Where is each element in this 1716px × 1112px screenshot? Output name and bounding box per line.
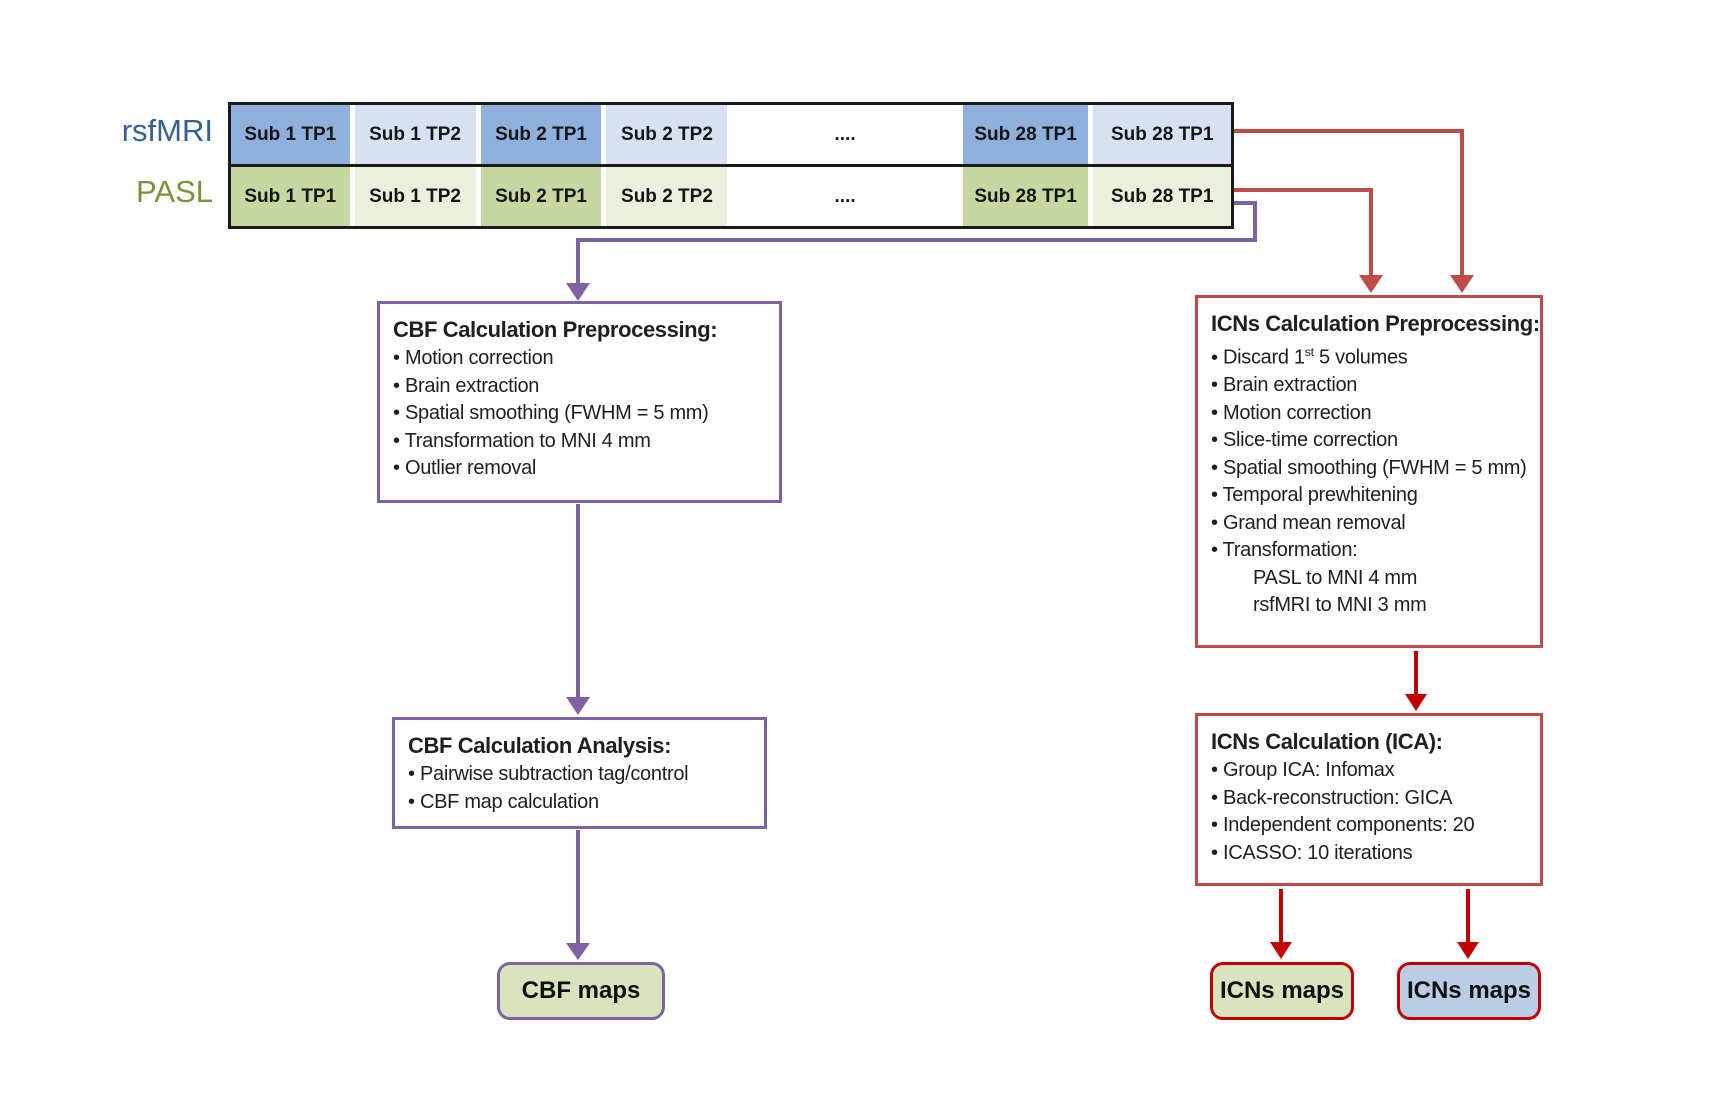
bullet: Grand mean removal — [1211, 510, 1527, 538]
output-label: ICNs maps — [1219, 977, 1345, 1004]
bullet: Back-reconstruction: GICA — [1211, 785, 1527, 813]
cbf-analysis-box: CBF Calculation Analysis: Pairwise subtr… — [392, 717, 767, 829]
box-title: ICNs Calculation (ICA): — [1211, 729, 1443, 754]
arrowhead-cbf-maps — [566, 943, 590, 960]
table-cell: Sub 1 TP1 — [231, 105, 350, 164]
superscript-st: st — [1304, 345, 1314, 359]
bullet-list: Pairwise subtraction tag/control CBF map… — [408, 761, 751, 816]
subject-timepoint-table: Sub 1 TP1 Sub 1 TP2 Sub 2 TP1 Sub 2 TP2 … — [228, 102, 1234, 229]
bullet-list: Group ICA: Infomax Back-reconstruction: … — [1211, 757, 1527, 867]
bullet-discard-volumes: Discard 1st 5 volumes — [1211, 339, 1527, 372]
table-cell: Sub 28 TP1 — [962, 167, 1089, 226]
table-cell: Sub 2 TP1 — [480, 105, 602, 164]
box-title: CBF Calculation Analysis: — [408, 733, 672, 758]
arrowhead-ica — [1405, 694, 1427, 711]
bullet: Temporal prewhitening — [1211, 482, 1527, 510]
bullet: Outlier removal — [393, 455, 766, 483]
bullet: Independent components: 20 — [1211, 812, 1527, 840]
bullet-list: Motion correction Brain extraction Spati… — [393, 345, 766, 483]
bullet: Transformation: — [1211, 537, 1527, 565]
table-cell: Sub 2 TP2 — [606, 167, 728, 226]
cbf-preprocessing-box: CBF Calculation Preprocessing: Motion co… — [377, 301, 782, 503]
bullet: Motion correction — [1211, 400, 1527, 428]
box-title: CBF Calculation Preprocessing: — [393, 317, 718, 342]
bullet: Spatial smoothing (FWHM = 5 mm) — [393, 400, 766, 428]
table-row-rsfmri: Sub 1 TP1 Sub 1 TP2 Sub 2 TP1 Sub 2 TP2 … — [231, 105, 1231, 167]
table-cell-ellipsis: .... — [732, 167, 958, 226]
icn-maps-output-box-blue: ICNs maps — [1397, 962, 1541, 1020]
sub-item: rsfMRI to MNI 3 mm — [1253, 594, 1427, 617]
bullet: Motion correction — [393, 345, 766, 373]
arrowhead-icn-pre-left — [1359, 275, 1383, 293]
bullet: Brain extraction — [1211, 372, 1527, 400]
icn-preprocessing-box: ICNs Calculation Preprocessing: Discard … — [1195, 295, 1543, 648]
bullet: Transformation to MNI 4 mm — [393, 428, 766, 456]
table-cell: Sub 28 TP1 — [1093, 167, 1231, 226]
icn-ica-box: ICNs Calculation (ICA): Group ICA: Infom… — [1195, 713, 1543, 886]
cbf-maps-output-box: CBF maps — [497, 962, 665, 1020]
table-cell: Sub 1 TP2 — [354, 167, 476, 226]
row-label-rsfmri: rsfMRI — [121, 113, 213, 148]
output-label: CBF maps — [521, 977, 641, 1004]
table-cell: Sub 1 TP1 — [231, 167, 350, 226]
table-cell: Sub 1 TP2 — [354, 105, 476, 164]
bullet: ICASSO: 10 iterations — [1211, 840, 1527, 868]
table-row-pasl: Sub 1 TP1 Sub 1 TP2 Sub 2 TP1 Sub 2 TP2 … — [231, 167, 1231, 226]
bullet: CBF map calculation — [408, 789, 751, 817]
table-cell: Sub 2 TP2 — [606, 105, 728, 164]
arrowhead-icn-maps-left — [1270, 942, 1292, 959]
icn-maps-output-box-green: ICNs maps — [1210, 962, 1354, 1020]
table-cell: Sub 28 TP1 — [962, 105, 1089, 164]
bullet: Pairwise subtraction tag/control — [408, 761, 751, 789]
bullet: Brain extraction — [393, 373, 766, 401]
bullet-list: Discard 1st 5 volumes Brain extraction M… — [1211, 339, 1527, 620]
table-cell: Sub 2 TP1 — [480, 167, 602, 226]
table-cell: Sub 28 TP1 — [1093, 105, 1231, 164]
bullet: Spatial smoothing (FWHM = 5 mm) — [1211, 455, 1527, 483]
arrowhead-icn-pre-right — [1450, 275, 1474, 293]
box-title: ICNs Calculation Preprocessing: — [1211, 311, 1540, 336]
output-label: ICNs maps — [1406, 977, 1532, 1004]
arrowhead-icn-maps-right — [1457, 942, 1479, 959]
connector-rsfmri-to-icn — [1228, 129, 1464, 276]
sub-item: PASL to MNI 4 mm — [1253, 566, 1418, 589]
table-cell-ellipsis: .... — [732, 105, 958, 164]
row-label-pasl: PASL — [136, 174, 213, 209]
arrowhead-cbf-pre — [566, 283, 590, 301]
bullet: Group ICA: Infomax — [1211, 757, 1527, 785]
bullet: Slice-time correction — [1211, 427, 1527, 455]
arrowhead-cbf-analysis — [566, 697, 590, 715]
connector-pasl-to-icn — [1228, 188, 1373, 276]
